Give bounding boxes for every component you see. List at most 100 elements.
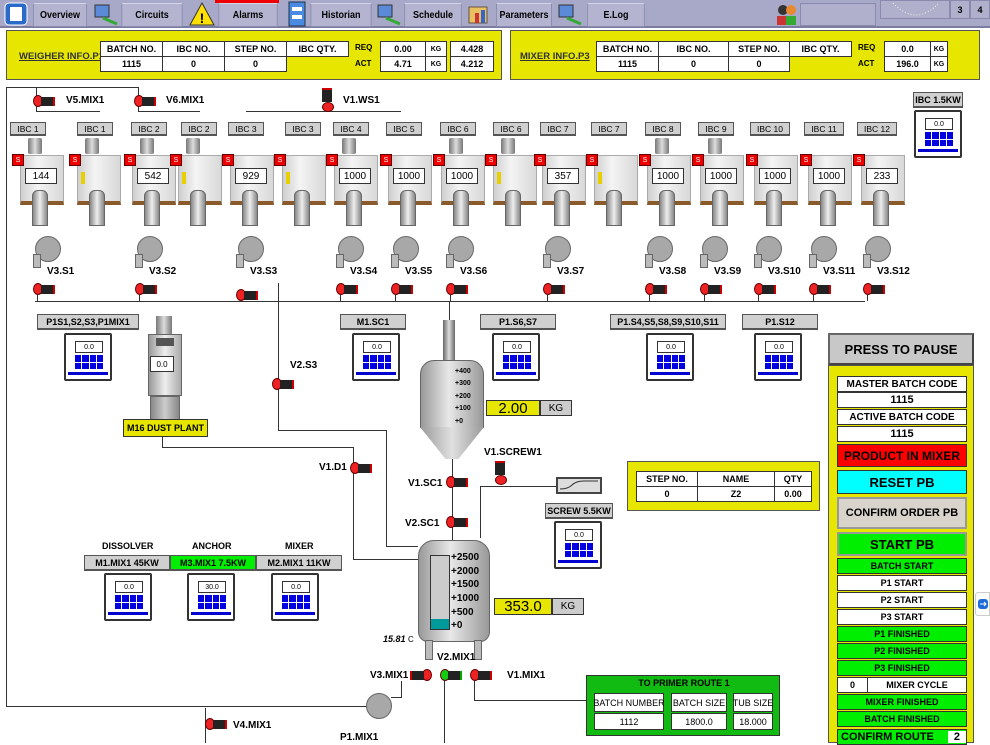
valve-v3-s8[interactable]: [645, 283, 667, 295]
confirm-route-value[interactable]: 2: [947, 731, 966, 743]
user-field[interactable]: [800, 3, 876, 26]
ibc-tag: IBC 9: [698, 122, 734, 136]
ibc-status-button[interactable]: S: [380, 154, 392, 166]
pump[interactable]: [811, 236, 837, 262]
users-icon[interactable]: [773, 0, 801, 28]
valve-v3-s9[interactable]: [700, 283, 722, 295]
press-to-pause-button[interactable]: PRESS TO PAUSE: [828, 333, 974, 365]
ibc-status-button[interactable]: S: [433, 154, 445, 166]
valve-v3-s4[interactable]: [336, 283, 358, 295]
ibc-status-button[interactable]: S: [639, 154, 651, 166]
valve-v3-s5[interactable]: [391, 283, 413, 295]
drive-label-m3mix1: M3.MIX1 7.5KW: [170, 555, 256, 571]
header-batch-no: BATCH NO.: [596, 41, 659, 57]
pipe-line: [649, 295, 650, 301]
valve-v1-sc1[interactable]: [446, 476, 468, 488]
drive-readout: 0.0: [363, 341, 391, 353]
tab-historian[interactable]: Historian: [310, 3, 372, 27]
ibc-status-button[interactable]: S: [485, 154, 497, 166]
ibc-status-button[interactable]: S: [692, 154, 704, 166]
drive-panel-anchor[interactable]: 30.0: [187, 573, 235, 621]
mixer-info-title[interactable]: MIXER INFO.P3: [520, 51, 590, 62]
reset-pb-button[interactable]: RESET PB: [837, 470, 967, 494]
valve-v4-mix1[interactable]: [205, 718, 227, 730]
drive-panel-m1sc1[interactable]: 0.0: [352, 333, 400, 381]
valve-v1-screw1[interactable]: [495, 461, 507, 489]
ibc-status-button[interactable]: S: [124, 154, 136, 166]
ibc-status-button[interactable]: S: [586, 154, 598, 166]
valve-v3-s6[interactable]: [446, 283, 468, 295]
valve-v3-s10[interactable]: [754, 283, 776, 295]
unit-kg: KG: [930, 41, 948, 57]
valve-label: V3.MIX1: [370, 670, 409, 681]
valve-v6-mix1[interactable]: [134, 95, 156, 107]
ibc-drive-panel[interactable]: 0.0: [914, 110, 962, 158]
pump-p1-mix1[interactable]: [366, 693, 392, 719]
confirm-order-pb-button[interactable]: CONFIRM ORDER PB: [837, 497, 967, 529]
pipe-line: [278, 283, 279, 430]
ibc-status-button[interactable]: S: [69, 154, 81, 166]
ibc-status-button[interactable]: S: [274, 154, 286, 166]
tab-overview[interactable]: Overview: [33, 3, 87, 27]
page-button-3[interactable]: 3: [950, 0, 970, 19]
tab-elog[interactable]: E.Log: [587, 3, 645, 27]
drive-panel-p1s1[interactable]: 0.0: [64, 333, 112, 381]
remote-support-icon[interactable]: [975, 592, 990, 616]
ibc-outlet-pipe: [144, 190, 160, 226]
ibc-status-button[interactable]: S: [746, 154, 758, 166]
tab-parameters[interactable]: Parameters: [496, 3, 552, 27]
ibc-status-button[interactable]: S: [170, 154, 182, 166]
start-pb-button[interactable]: START PB: [837, 532, 967, 556]
valve-v2-mix1[interactable]: [440, 669, 462, 681]
ibc-status-button[interactable]: S: [222, 154, 234, 166]
valve-label: V3.S6: [460, 266, 488, 277]
valve-v3-s3[interactable]: [236, 289, 258, 301]
valve-label: V2.S3: [290, 360, 318, 371]
drive-panel-p1s6s7[interactable]: 0.0: [492, 333, 540, 381]
valve-v1-mix1[interactable]: [470, 669, 492, 681]
valve-v3-s12[interactable]: [863, 283, 885, 295]
drive-panel-p1s12[interactable]: 0.0: [754, 333, 802, 381]
weigher-info-title[interactable]: WEIGHER INFO.P1: [19, 51, 104, 62]
ibc-motor-icon: [342, 138, 356, 154]
ibc-outlet-pipe: [242, 190, 258, 226]
valve-v1-ws1[interactable]: [322, 88, 334, 112]
valve-label: V3.S7: [557, 266, 585, 277]
batch-control-panel: MASTER BATCH CODE 1115 ACTIVE BATCH CODE…: [828, 365, 974, 745]
valve-label: V3.S3: [250, 266, 278, 277]
route-batch-number: 1112: [594, 713, 664, 730]
drive-keypad: [282, 595, 310, 609]
drive-panel-dissolver[interactable]: 0.0: [104, 573, 152, 621]
tab-circuits[interactable]: Circuits: [121, 3, 183, 27]
pump[interactable]: [448, 236, 474, 262]
screw-drive-panel[interactable]: 0.0: [554, 521, 602, 569]
temperature-unit: C: [408, 635, 414, 644]
dust-plant-unit[interactable]: [148, 316, 182, 422]
ibc-status-button[interactable]: S: [853, 154, 865, 166]
drive-keypad: [115, 595, 143, 609]
drive-panel-p1s4[interactable]: 0.0: [646, 333, 694, 381]
ibc-status-button[interactable]: S: [326, 154, 338, 166]
ibc-status-button[interactable]: S: [800, 154, 812, 166]
valve-v2-sc1[interactable]: [446, 516, 468, 528]
weigher-extra-req: 4.428: [450, 41, 494, 57]
drive-readout: 30.0: [198, 581, 226, 593]
ibc-quantity: 542: [137, 168, 169, 184]
tab-schedule[interactable]: Schedule: [404, 3, 462, 27]
valve-v1-d1[interactable]: [350, 462, 372, 474]
pipe-line: [138, 111, 200, 112]
ibc-status-button[interactable]: S: [12, 154, 24, 166]
tab-alarms[interactable]: Alarms: [218, 3, 278, 27]
valve-v3-s2[interactable]: [135, 283, 157, 295]
ibc-status-button[interactable]: S: [534, 154, 546, 166]
valve-v2-s3[interactable]: [272, 378, 294, 390]
valve-v3-mix1[interactable]: [410, 669, 432, 681]
drive-keypad: [198, 595, 226, 609]
valve-v3-s11[interactable]: [809, 283, 831, 295]
valve-v3-s1[interactable]: [33, 283, 55, 295]
page-button-4[interactable]: 4: [970, 0, 990, 19]
valve-v3-s7[interactable]: [543, 283, 565, 295]
drive-panel-mixer[interactable]: 0.0: [271, 573, 319, 621]
valve-v5-mix1[interactable]: [33, 95, 55, 107]
